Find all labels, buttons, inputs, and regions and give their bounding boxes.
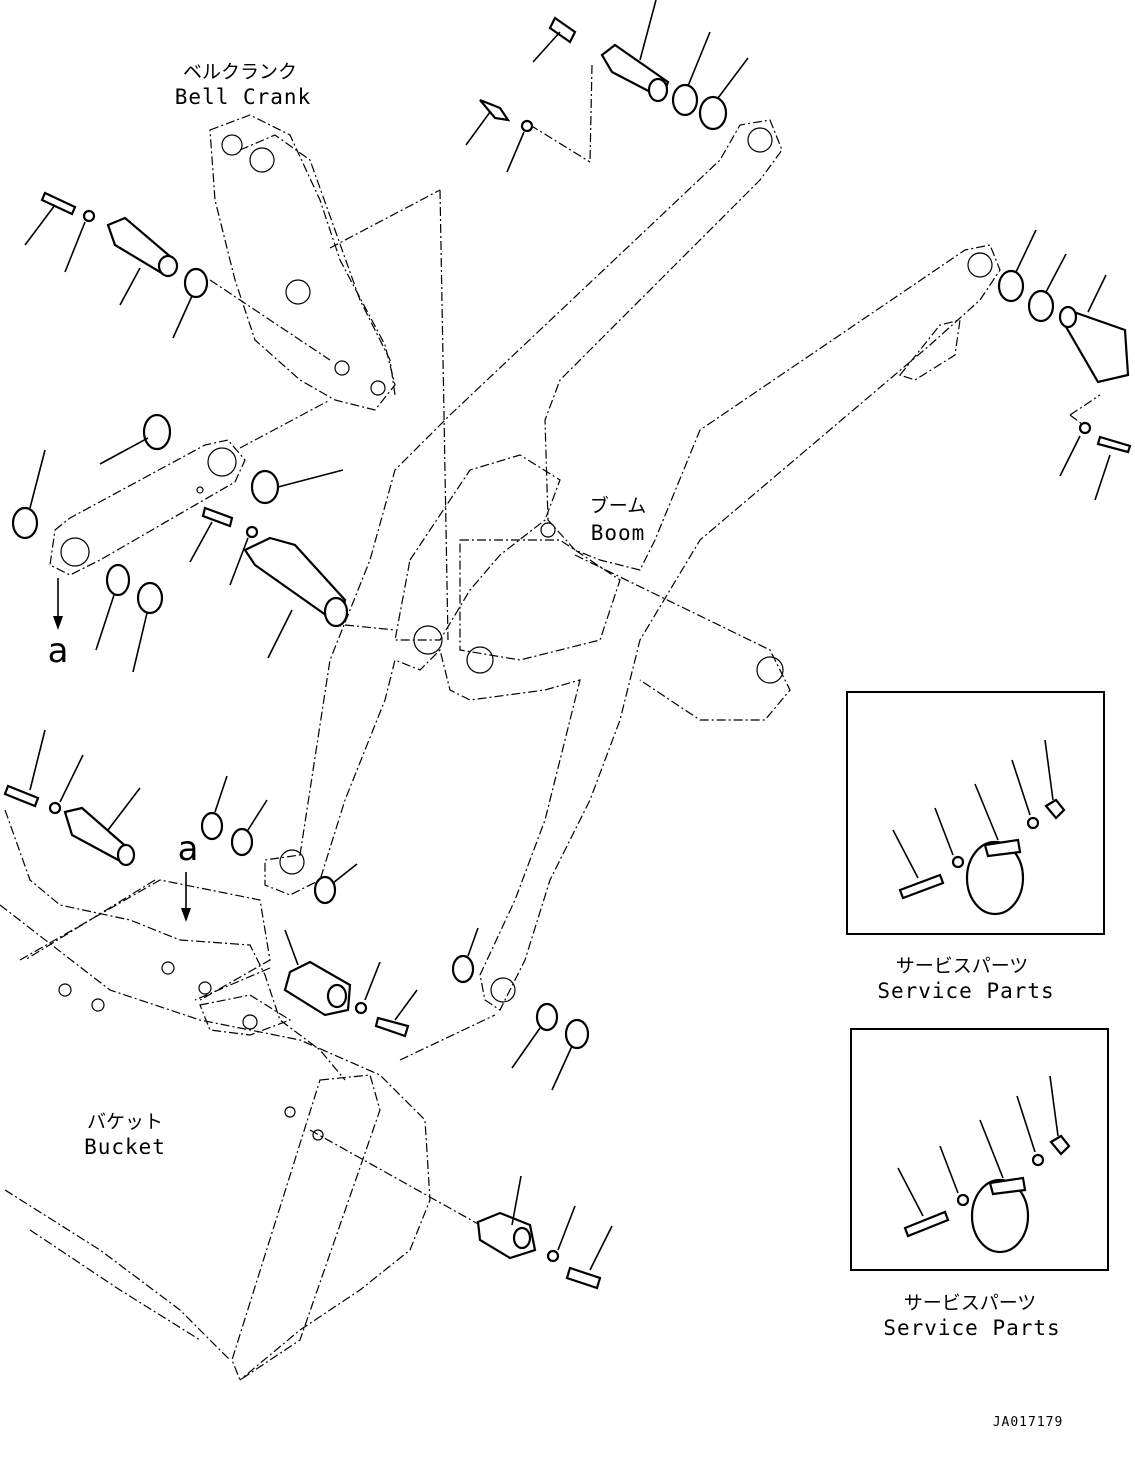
bell-crank-label-en: Bell Crank	[175, 85, 311, 109]
view-a-label-bottom: a	[178, 829, 199, 869]
view-a-label-top: a	[48, 631, 69, 671]
boom-label-jp: ブーム	[590, 494, 646, 517]
view-arrow-a-bottom	[181, 872, 191, 922]
service-parts-2-label-en: Service Parts	[883, 1316, 1060, 1340]
service-parts-box-1	[846, 691, 1105, 935]
pin-boom-right	[997, 269, 1132, 454]
service-parts-1-label-en: Service Parts	[877, 979, 1054, 1003]
pin-top	[479, 16, 728, 133]
boom-label-en: Boom	[591, 521, 646, 545]
bucket-label-en: Bucket	[84, 1135, 166, 1159]
link	[49, 439, 246, 576]
view-arrow-a-top	[53, 578, 63, 630]
service-parts-box-2	[850, 1028, 1109, 1271]
service-parts-2-label-jp: サービスパーツ	[904, 1292, 1037, 1314]
bucket-label-jp: バケット	[87, 1111, 163, 1133]
pin-bell-crank	[40, 191, 209, 299]
boom	[264, 119, 1001, 1011]
service-parts-1-label-jp: サービスパーツ	[896, 955, 1029, 977]
drawing-code: JA017179	[993, 1415, 1064, 1430]
bell-crank-label-jp: ベルクランク	[183, 61, 297, 83]
bucket	[0, 809, 431, 1381]
pin-bucket-bottom	[476, 1211, 602, 1290]
pin-bucket-left	[3, 784, 337, 905]
leader-lines	[24, 0, 1111, 1271]
bell-crank	[209, 114, 396, 411]
pin-bucket-mid	[283, 954, 590, 1050]
center-lines	[24, 64, 1101, 1226]
pin-link-boom	[11, 413, 349, 628]
